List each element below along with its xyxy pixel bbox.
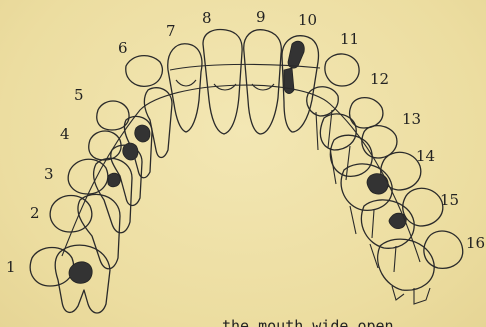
label-7: 7 bbox=[166, 22, 176, 40]
label-11: 11 bbox=[340, 30, 359, 48]
label-1: 1 bbox=[6, 258, 16, 276]
label-15: 15 bbox=[440, 191, 459, 209]
filling-tooth-14 bbox=[367, 174, 388, 194]
filling-tooth-10 bbox=[288, 41, 304, 68]
tooth-12 bbox=[320, 98, 383, 184]
label-14: 14 bbox=[416, 147, 435, 165]
label-9: 9 bbox=[256, 8, 266, 26]
label-6: 6 bbox=[118, 39, 128, 57]
filling-tooth-5 bbox=[135, 125, 150, 142]
label-10: 10 bbox=[298, 11, 317, 29]
tooth-2 bbox=[50, 194, 120, 268]
label-16: 16 bbox=[466, 234, 485, 252]
label-3: 3 bbox=[44, 165, 54, 183]
tooth-9 bbox=[244, 30, 282, 134]
label-13: 13 bbox=[402, 110, 421, 128]
tooth-10 bbox=[282, 36, 318, 132]
tooth-16 bbox=[378, 231, 463, 304]
label-12: 12 bbox=[370, 70, 389, 88]
label-8: 8 bbox=[202, 9, 212, 27]
label-4: 4 bbox=[60, 125, 70, 143]
tooth-13 bbox=[330, 126, 396, 177]
label-2: 2 bbox=[30, 204, 40, 222]
filling-tooth-15 bbox=[389, 213, 406, 229]
tooth-number-labels: 1 2 3 4 5 6 7 8 9 10 11 12 13 14 15 16 bbox=[6, 8, 485, 276]
filling-tooth-4 bbox=[123, 143, 138, 160]
filling-tooth-10b bbox=[284, 68, 294, 93]
filling-tooth-3 bbox=[108, 173, 120, 187]
tooth-14 bbox=[341, 152, 421, 238]
tooth-8 bbox=[203, 30, 242, 134]
filling-tooth-1 bbox=[69, 262, 92, 284]
tooth-7 bbox=[168, 44, 202, 132]
tooth-6 bbox=[126, 56, 172, 158]
tooth-15 bbox=[361, 188, 442, 272]
figure-caption: the mouth wide open bbox=[222, 317, 394, 327]
label-5: 5 bbox=[74, 86, 84, 104]
